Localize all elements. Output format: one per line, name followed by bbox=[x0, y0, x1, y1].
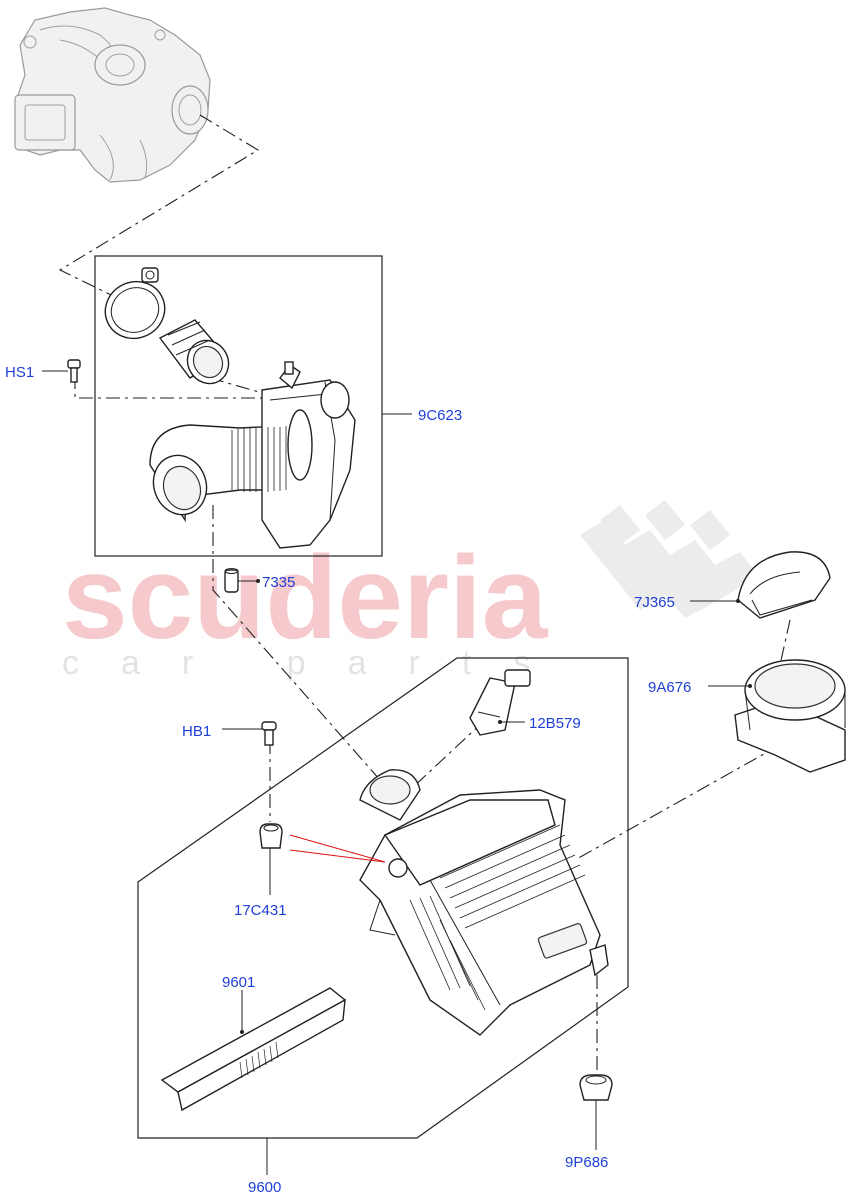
callout-labels: HS1 9C623 7335 7J365 9A676 HB1 12B579 17… bbox=[5, 364, 691, 1196]
grommet-17c431 bbox=[259, 823, 283, 849]
callout-7335: 7335 bbox=[262, 574, 295, 591]
callout-12b579: 12B579 bbox=[529, 715, 581, 732]
bolt-hb1 bbox=[261, 721, 277, 746]
highlight-leaders bbox=[289, 834, 386, 863]
watermark-tagline: car parts bbox=[62, 644, 572, 682]
watermark-checker-flag bbox=[580, 500, 758, 618]
highlight-leader-2 bbox=[289, 849, 386, 863]
grommet-9p686 bbox=[579, 1074, 613, 1101]
air-cleaner-kit-frame bbox=[137, 657, 629, 1139]
callout-7j365: 7J365 bbox=[634, 594, 675, 611]
hose-coupling bbox=[158, 319, 230, 385]
callout-leaders bbox=[42, 370, 748, 1175]
callout-9c623: 9C623 bbox=[418, 407, 462, 424]
hose-clamp-upper bbox=[104, 267, 166, 340]
intake-duct-9a676 bbox=[734, 659, 846, 773]
mass-airflow-sensor bbox=[469, 669, 531, 736]
turbocharger-illustration bbox=[14, 7, 211, 183]
callout-9p686: 9P686 bbox=[565, 1154, 608, 1171]
cover-7j365 bbox=[737, 551, 831, 619]
air-filter-element bbox=[160, 987, 347, 1112]
watermark: scuderia car parts bbox=[62, 500, 758, 682]
watermark-brand: scuderia bbox=[62, 532, 549, 664]
leader-dots bbox=[240, 579, 752, 1034]
callout-hs1: HS1 bbox=[5, 364, 34, 381]
callout-9600: 9600 bbox=[248, 1179, 281, 1196]
grommet-7335 bbox=[224, 568, 239, 593]
intake-hose bbox=[149, 361, 356, 549]
callout-hb1: HB1 bbox=[182, 723, 211, 740]
bolt-hs1 bbox=[67, 359, 81, 383]
highlight-leader-1 bbox=[289, 834, 386, 863]
callout-17c431: 17C431 bbox=[234, 902, 287, 919]
intake-duct-kit-frame bbox=[94, 255, 383, 557]
callout-9601: 9601 bbox=[222, 974, 255, 991]
air-cleaner-housing bbox=[359, 769, 609, 1036]
callout-9a676: 9A676 bbox=[648, 679, 691, 696]
